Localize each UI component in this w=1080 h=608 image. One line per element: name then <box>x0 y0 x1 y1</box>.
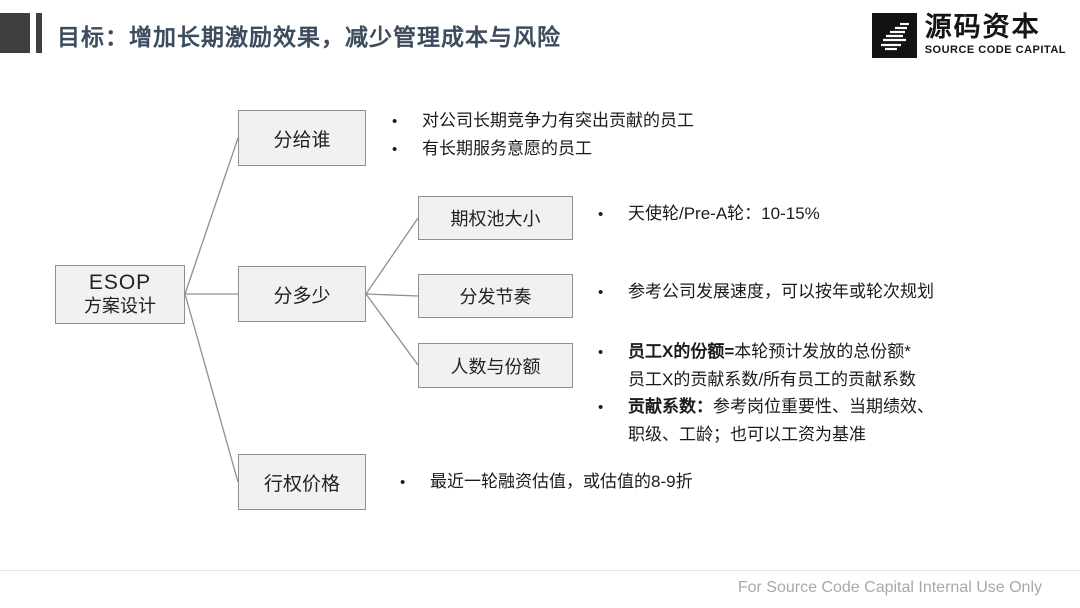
connector-howmuch-pace <box>365 293 419 297</box>
title-deco-bar <box>36 13 42 53</box>
node-who: 分给谁 <box>238 110 366 166</box>
note-text: 对公司长期竞争力有突出贡献的员工 <box>422 111 694 130</box>
node-option-pool-size: 期权池大小 <box>418 196 573 240</box>
logo-text: 源码资本 SOURCE CODE CAPITAL <box>924 12 1066 57</box>
bullet-icon <box>598 200 628 228</box>
note-text-bold: 贡献系数： <box>628 397 713 416</box>
note-text: 参考公司发展速度，可以按年或轮次规划 <box>628 282 934 301</box>
node-how-much: 分多少 <box>238 266 366 322</box>
node-esop-root: ESOP 方案设计 <box>55 265 185 324</box>
node-esop-line2: 方案设计 <box>84 296 156 317</box>
notes-exercise-price: 最近一轮融资估值，或估值的8-9折 <box>400 468 693 496</box>
footer-disclaimer: For Source Code Capital Internal Use Onl… <box>737 579 1042 596</box>
note-line: 参考公司发展速度，可以按年或轮次规划 <box>598 278 934 306</box>
bullet-icon <box>598 393 628 421</box>
node-esop-line1: ESOP <box>88 271 152 295</box>
note-text-rest: 参考岗位重要性、当期绩效、 <box>713 397 934 416</box>
logo-company-name: 源码资本 <box>924 12 1041 42</box>
notes-who: 对公司长期竞争力有突出贡献的员工 有长期服务意愿的员工 <box>392 107 694 163</box>
logo-mark-icon <box>871 13 917 58</box>
note-text: 员工X的贡献系数/所有员工的贡献系数 <box>628 370 917 389</box>
note-text-bold: 员工X的份额= <box>628 342 735 361</box>
title-deco-square <box>0 13 30 53</box>
bullet-icon <box>598 338 628 366</box>
bullet-icon <box>392 107 422 135</box>
note-line: 对公司长期竞争力有突出贡献的员工 <box>392 107 694 135</box>
company-logo: 源码资本 SOURCE CODE CAPITAL <box>871 12 1066 58</box>
connector-root-who <box>184 137 239 295</box>
bullet-icon <box>400 468 430 496</box>
note-text: 员工X的份额=本轮预计发放的总份额* <box>628 338 911 365</box>
connector-howmuch-share <box>365 293 419 366</box>
bullet-icon <box>392 135 422 163</box>
note-line: 有长期服务意愿的员工 <box>392 135 694 163</box>
node-exercise-price: 行权价格 <box>238 454 366 510</box>
note-text: 贡献系数：参考岗位重要性、当期绩效、 <box>628 393 934 420</box>
note-line: 最近一轮融资估值，或估值的8-9折 <box>400 468 693 496</box>
note-text-rest: 本轮预计发放的总份额* <box>734 342 911 361</box>
notes-distribution-pace: 参考公司发展速度，可以按年或轮次规划 <box>598 278 934 306</box>
note-text: 有长期服务意愿的员工 <box>422 139 592 158</box>
note-line-continuation: 员工X的贡献系数/所有员工的贡献系数 <box>598 366 1068 393</box>
logo-company-subtitle: SOURCE CODE CAPITAL <box>924 44 1066 57</box>
note-text: 天使轮/Pre-A轮：10-15% <box>628 204 820 223</box>
note-line-continuation: 职级、工龄；也可以工资为基准 <box>598 421 1068 448</box>
slide-title: 目标：增加长期激励效果，减少管理成本与风险 <box>57 24 561 50</box>
note-text: 最近一轮融资估值，或估值的8-9折 <box>430 472 693 491</box>
notes-option-pool: 天使轮/Pre-A轮：10-15% <box>598 200 820 228</box>
note-line: 员工X的份额=本轮预计发放的总份额* <box>598 338 1068 366</box>
footer-divider <box>0 570 1080 571</box>
connector-howmuch-pool <box>365 217 419 295</box>
bullet-icon <box>598 278 628 306</box>
node-distribution-pace: 分发节奏 <box>418 274 573 318</box>
note-text: 职级、工龄；也可以工资为基准 <box>628 425 866 444</box>
node-headcount-share: 人数与份额 <box>418 343 573 388</box>
note-line: 天使轮/Pre-A轮：10-15% <box>598 200 820 228</box>
notes-headcount-share: 员工X的份额=本轮预计发放的总份额* 员工X的贡献系数/所有员工的贡献系数 贡献… <box>598 338 1068 448</box>
connector-root-price <box>184 293 239 483</box>
note-line: 贡献系数：参考岗位重要性、当期绩效、 <box>598 393 1068 421</box>
